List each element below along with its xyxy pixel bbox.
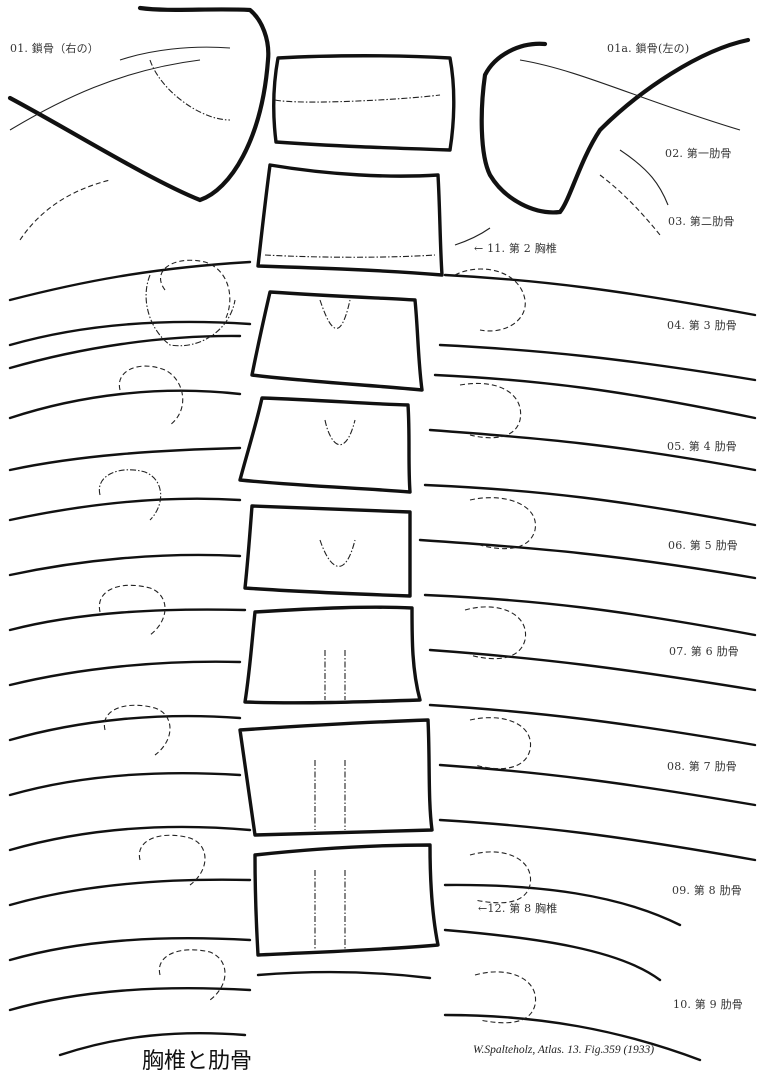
clavicle-left [479,37,751,215]
label-left-clavicle: 01a. 鎖骨(左の) [607,42,690,55]
figure-title: 胸椎と肋骨 [142,1049,253,1074]
label-third-rib: 04. 第 3 肋骨 [667,319,737,332]
label-t8-vertebra: ←12. 第 8 胸椎 [478,902,558,915]
label-eighth-rib: 09. 第 8 肋骨 [672,884,742,897]
figure-credit: W.Spalteholz, Atlas. 13. Fig.359 (1933) [473,1044,655,1056]
ribs-right [8,260,252,1057]
label-seventh-rib: 08. 第 7 肋骨 [667,760,737,773]
vertebral-bodies [238,54,456,980]
clavicle-right [7,5,271,203]
upper-thin-outlines [9,46,741,246]
label-sixth-rib: 07. 第 6 肋骨 [669,645,739,658]
label-right-clavicle: 01. 鎖骨（右の） [10,42,99,55]
label-first-rib: 02. 第一肋骨 [665,147,732,160]
label-fifth-rib: 06. 第 5 肋骨 [668,539,738,552]
posterior-outlines [98,94,537,1024]
label-t2-vertebra: ← 11. 第 2 胸椎 [474,242,558,255]
ribs-left [418,273,757,1062]
label-second-rib: 03. 第二肋骨 [668,215,735,228]
label-fourth-rib: 05. 第 4 肋骨 [667,440,737,453]
label-ninth-rib: 10. 第 9 肋骨 [673,998,743,1011]
